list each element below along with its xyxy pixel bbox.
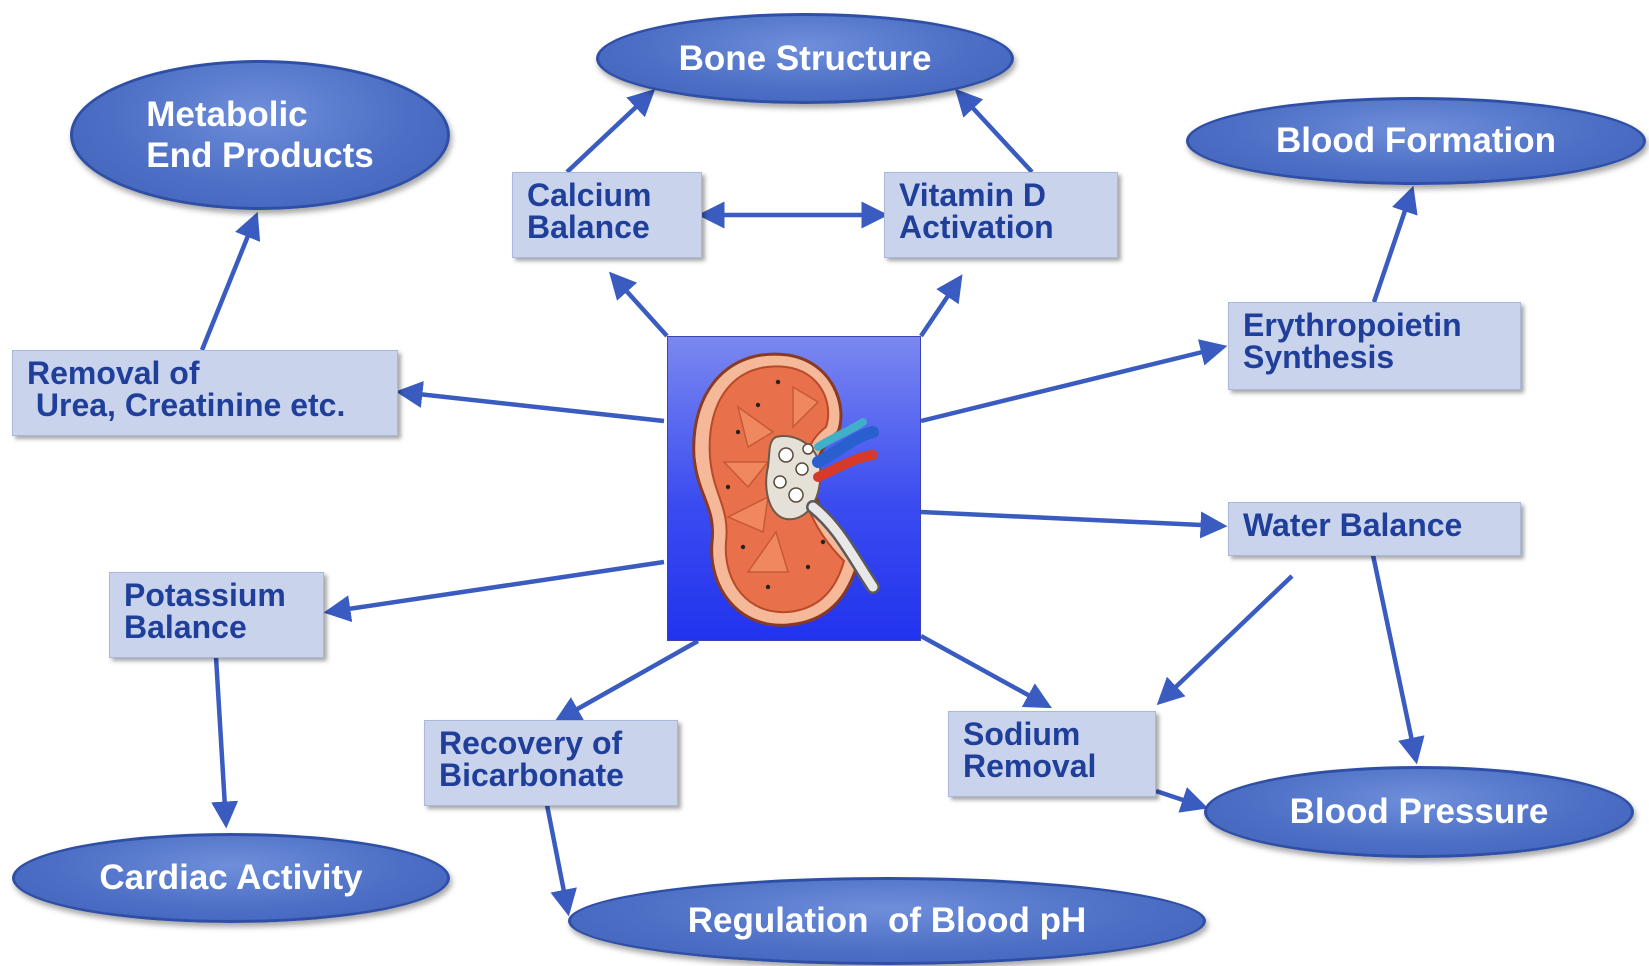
erythropoietin-synthesis-box: Erythropoietin Synthesis bbox=[1228, 302, 1521, 390]
erythropoietin-synthesis-line-2: Synthesis bbox=[1243, 341, 1506, 373]
water-balance-line-1: Water Balance bbox=[1243, 509, 1506, 541]
arrow-kidney-to-sodium bbox=[921, 636, 1048, 706]
arrow-potassium-to-cardiac bbox=[216, 657, 226, 824]
metabolic-end-products-line-1: Metabolic bbox=[146, 94, 374, 135]
arrow-sodium-to-blood-pressure bbox=[1156, 791, 1204, 807]
bone-structure-label: Bone Structure bbox=[679, 38, 932, 79]
vitamin-d-activation-box: Vitamin D Activation bbox=[884, 172, 1118, 258]
recovery-of-bicarbonate-line-1: Recovery of bbox=[439, 727, 663, 759]
arrow-calcium-to-bone bbox=[567, 92, 652, 172]
arrow-water-to-sodium bbox=[1160, 576, 1292, 702]
blood-formation-label: Blood Formation bbox=[1276, 120, 1556, 161]
erythropoietin-synthesis-line-1: Erythropoietin bbox=[1243, 309, 1506, 341]
cardiac-activity-ellipse: Cardiac Activity bbox=[12, 833, 450, 923]
bone-structure-ellipse: Bone Structure bbox=[596, 13, 1014, 104]
kidney-cross-section-icon bbox=[668, 337, 922, 642]
removal-of-urea-line-1: Removal of bbox=[27, 357, 383, 389]
calcium-balance-box: Calcium Balance bbox=[512, 172, 702, 258]
potassium-balance-line-2: Balance bbox=[124, 611, 309, 643]
recovery-of-bicarbonate-line-2: Bicarbonate bbox=[439, 759, 663, 791]
recovery-of-bicarbonate-box: Recovery of Bicarbonate bbox=[424, 720, 678, 806]
arrow-kidney-to-removal bbox=[400, 392, 664, 421]
removal-of-urea-line-2: Urea, Creatinine etc. bbox=[27, 389, 383, 421]
kidney-illustration bbox=[667, 336, 921, 641]
calcium-balance-line-1: Calcium bbox=[527, 179, 687, 211]
arrow-bicarbonate-to-ph bbox=[547, 805, 568, 912]
vitamin-d-activation-line-2: Activation bbox=[899, 211, 1103, 243]
arrow-kidney-to-vitamin-d bbox=[921, 278, 960, 336]
arrow-kidney-to-calcium bbox=[612, 275, 667, 336]
sodium-removal-box: Sodium Removal bbox=[948, 711, 1156, 797]
arrow-erythropoietin-to-blood-formation bbox=[1374, 190, 1412, 302]
arrow-vitamin-d-to-bone bbox=[958, 92, 1032, 172]
sodium-removal-line-2: Removal bbox=[963, 750, 1141, 782]
sodium-removal-line-1: Sodium bbox=[963, 718, 1141, 750]
metabolic-end-products-ellipse: Metabolic End Products bbox=[70, 60, 450, 210]
removal-of-urea-box: Removal of Urea, Creatinine etc. bbox=[12, 350, 398, 436]
potassium-balance-line-1: Potassium bbox=[124, 579, 309, 611]
cardiac-activity-label: Cardiac Activity bbox=[99, 857, 362, 898]
blood-pressure-label: Blood Pressure bbox=[1290, 791, 1549, 832]
potassium-balance-box: Potassium Balance bbox=[109, 572, 324, 658]
arrow-removal-to-metabolic bbox=[202, 216, 256, 350]
arrow-kidney-to-potassium bbox=[328, 562, 664, 612]
blood-pressure-ellipse: Blood Pressure bbox=[1204, 766, 1634, 858]
arrow-water-to-blood-pressure bbox=[1373, 555, 1416, 760]
blood-formation-ellipse: Blood Formation bbox=[1186, 97, 1646, 185]
regulation-blood-ph-label: Regulation of Blood pH bbox=[688, 900, 1087, 941]
calcium-balance-line-2: Balance bbox=[527, 211, 687, 243]
arrow-kidney-to-water-balance bbox=[921, 512, 1223, 526]
arrow-kidney-to-bicarbonate bbox=[558, 641, 698, 720]
metabolic-end-products-line-2: End Products bbox=[146, 135, 374, 176]
vitamin-d-activation-line-1: Vitamin D bbox=[899, 179, 1103, 211]
arrow-kidney-to-erythropoietin bbox=[921, 347, 1223, 421]
water-balance-box: Water Balance bbox=[1228, 502, 1521, 556]
regulation-blood-ph-ellipse: Regulation of Blood pH bbox=[568, 877, 1206, 965]
